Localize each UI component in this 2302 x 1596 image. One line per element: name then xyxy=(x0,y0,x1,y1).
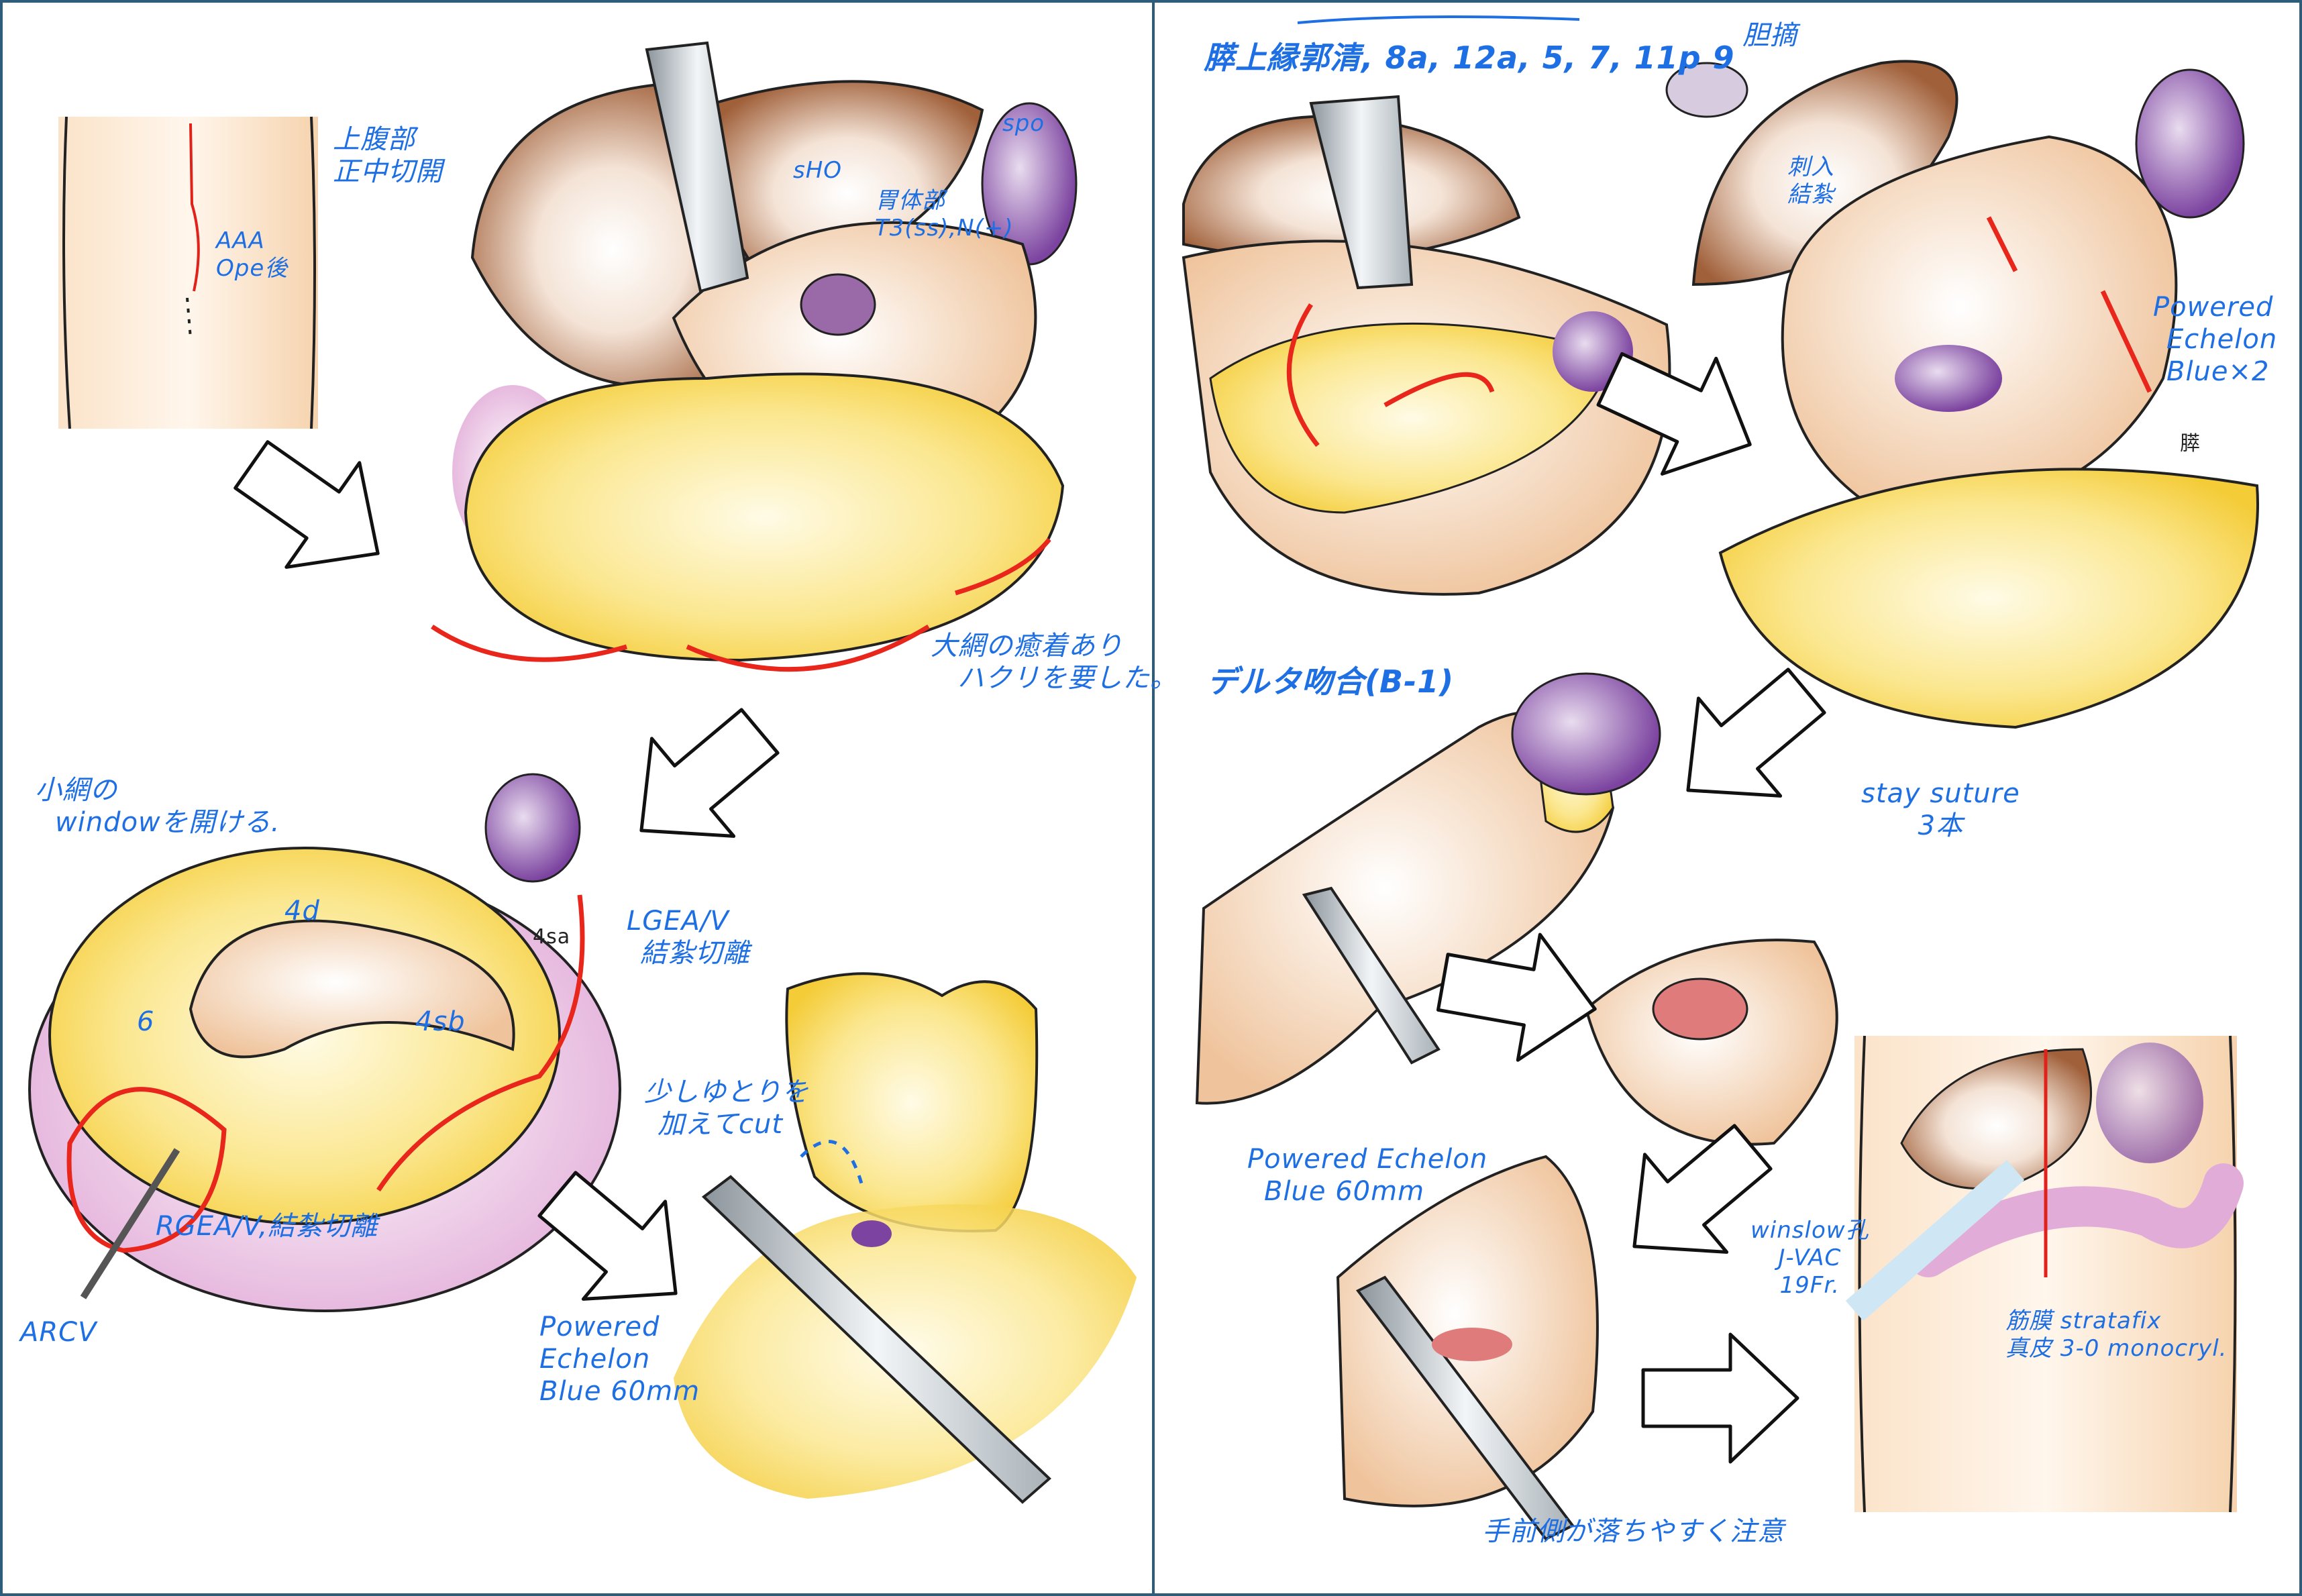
ligation-note-line1: 刺入 xyxy=(1787,154,1834,180)
caution-note: 手前側が落ちやすく注意 xyxy=(1482,1516,1785,1547)
sho-label: sHO xyxy=(793,157,843,184)
stapler-note-x2-line2: Echelon xyxy=(2166,324,2278,355)
cholecystectomy-scene xyxy=(1665,60,2259,729)
delta-anastomosis-scene xyxy=(1195,672,1838,1146)
step-arrow-8 xyxy=(1643,1334,1797,1462)
drain-note-line1: winslow孔 xyxy=(1750,1217,1869,1244)
tumor-note-line1: 胃体部 xyxy=(875,187,945,214)
node-4sa-label: 4sa xyxy=(533,925,571,949)
illustration-canvas xyxy=(28,15,2259,1541)
panel-divider xyxy=(1152,3,1155,1593)
abdomen-incision-sketch xyxy=(58,116,318,429)
closure-drain-scene xyxy=(1845,1035,2244,1513)
stapling-scene xyxy=(1336,1155,1599,1541)
duodenal-transection-scene xyxy=(674,972,1137,1504)
pancreas-label: 膵 xyxy=(2180,432,2201,456)
stapler-note-left-line2: Echelon xyxy=(539,1344,651,1375)
incision-note: 上腹部 正中切開 xyxy=(333,123,443,188)
node-4sb-label: 4sb xyxy=(415,1006,466,1037)
stapler-note-left-line1: Powered xyxy=(539,1312,660,1342)
red-arrows xyxy=(431,537,1051,672)
step-arrow-2 xyxy=(600,682,800,879)
stay-suture-note: stay suture 3本 xyxy=(1861,778,2020,842)
closure-note-line1: 筋膜 stratafix xyxy=(2005,1308,2162,1334)
arcv-label: ARCV xyxy=(20,1317,97,1348)
lgea-note-line1: LGEA/V xyxy=(627,906,729,937)
window-note: 小網の windowを開ける. xyxy=(35,774,280,839)
gallbladder xyxy=(1665,62,1748,118)
window-note-line2: windowを開ける. xyxy=(55,807,280,838)
stapler-note-left-line3: Blue 60mm xyxy=(539,1376,700,1407)
spo-label: spo xyxy=(1002,110,1045,137)
cut-note-line1: 少しゆとりを xyxy=(644,1077,809,1108)
rgea-note: RGEA/V,結紮切離 xyxy=(156,1211,378,1242)
drain-note-line2: J-VAC xyxy=(1778,1244,1842,1271)
incision-line xyxy=(189,123,200,292)
cut-note-line2: 加えてcut xyxy=(658,1109,784,1140)
stapler-note-left: Powered Echelon Blue 60mm xyxy=(539,1311,700,1407)
closure-note: 筋膜 stratafix 真皮 3-0 monocryl. xyxy=(2005,1308,2227,1363)
node-6-label: 6 xyxy=(137,1006,155,1037)
adhesion-note: 大網の癒着あり ハクリを要した。 xyxy=(931,630,1178,694)
lgea-note: LGEA/V 結紮切離 xyxy=(627,905,750,969)
cholecystectomy-label: 胆摘 xyxy=(1742,20,1797,51)
retractor xyxy=(645,41,749,293)
dissection-arrow xyxy=(1297,15,1580,24)
stapler-note-60: Powered Echelon Blue 60mm xyxy=(1247,1143,1487,1208)
ligation-note: 刺入 結紮 xyxy=(1787,154,1834,209)
drain-note-line3: 19Fr. xyxy=(1779,1271,1840,1299)
adhesion-note-line1: 大網の癒着あり xyxy=(931,631,1123,661)
history-note-line1: AAA xyxy=(216,227,265,254)
stapler xyxy=(701,1175,1051,1504)
exposure-scene xyxy=(431,41,1078,672)
tumor-note-line2: T3(ss),N(+) xyxy=(875,214,1014,242)
cut-note: 少しゆとりを 加えてcut xyxy=(644,1076,809,1140)
node-4d-label: 4d xyxy=(284,896,320,926)
stapler-note-x2: Powered Echelon Blue×2 xyxy=(2153,291,2277,388)
adhesion-note-line2: ハクリを要した。 xyxy=(957,663,1178,694)
stapler-note-x2-line1: Powered xyxy=(2153,292,2274,323)
lgea-note-line2: 結紮切離 xyxy=(640,938,750,969)
tumor-note: 胃体部 T3(ss),N(+) xyxy=(875,187,1014,242)
dissection-title: 膵上縁郭清, 8a, 12a, 5, 7, 11p 9 xyxy=(1204,40,1735,76)
history-note-line2: Ope後 xyxy=(216,254,289,282)
stay-suture-note-line2: 3本 xyxy=(1918,810,1964,841)
step-arrow-1 xyxy=(215,413,414,606)
stapler-note-60-line2: Blue 60mm xyxy=(1264,1176,1425,1207)
delta-anastomosis-title: デルタ吻合(B-1) xyxy=(1207,663,1455,700)
greater-omentum xyxy=(464,372,1065,662)
incision-note-line1: 上腹部 xyxy=(333,124,415,155)
tumor xyxy=(800,273,876,336)
window-note-line1: 小網の xyxy=(35,775,117,806)
stapler-note-x2-line3: Blue×2 xyxy=(2166,356,2270,387)
stapler-note-60-line1: Powered Echelon xyxy=(1247,1144,1488,1175)
incision-note-line2: 正中切開 xyxy=(333,156,443,187)
drain-note: winslow孔 J-VAC 19Fr. xyxy=(1750,1217,1869,1299)
closure-note-line2: 真皮 3-0 monocryl. xyxy=(2005,1334,2228,1362)
ligation-note-line2: 結紮 xyxy=(1787,180,1834,208)
lymphadenectomy-scene xyxy=(1182,95,1671,596)
cut-line xyxy=(800,1140,864,1184)
stay-suture-note-line1: stay suture xyxy=(1861,778,2020,809)
history-note: AAA Ope後 xyxy=(216,227,288,282)
omentum-division-scene xyxy=(28,773,621,1312)
